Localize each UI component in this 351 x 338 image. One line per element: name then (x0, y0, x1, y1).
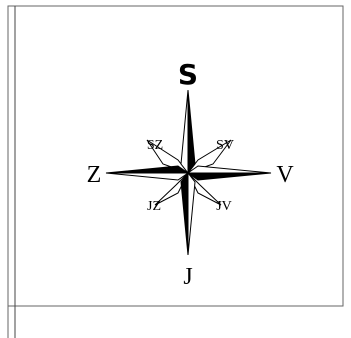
outer-box (7, 5, 344, 307)
south-point-light (187, 171, 196, 256)
north-label: S (178, 58, 198, 91)
south-label: J (183, 264, 192, 290)
north-point-dark (187, 89, 196, 175)
compass-rose (105, 89, 272, 256)
southwest-label: JZ (147, 199, 161, 214)
northeast-label: SV (216, 138, 234, 153)
west-point-light (105, 172, 190, 181)
west-label: Z (87, 162, 102, 188)
east-label: V (276, 162, 294, 188)
east-point-dark (186, 172, 272, 181)
southeast-label: JV (216, 199, 232, 214)
northwest-label: SZ (147, 138, 163, 153)
